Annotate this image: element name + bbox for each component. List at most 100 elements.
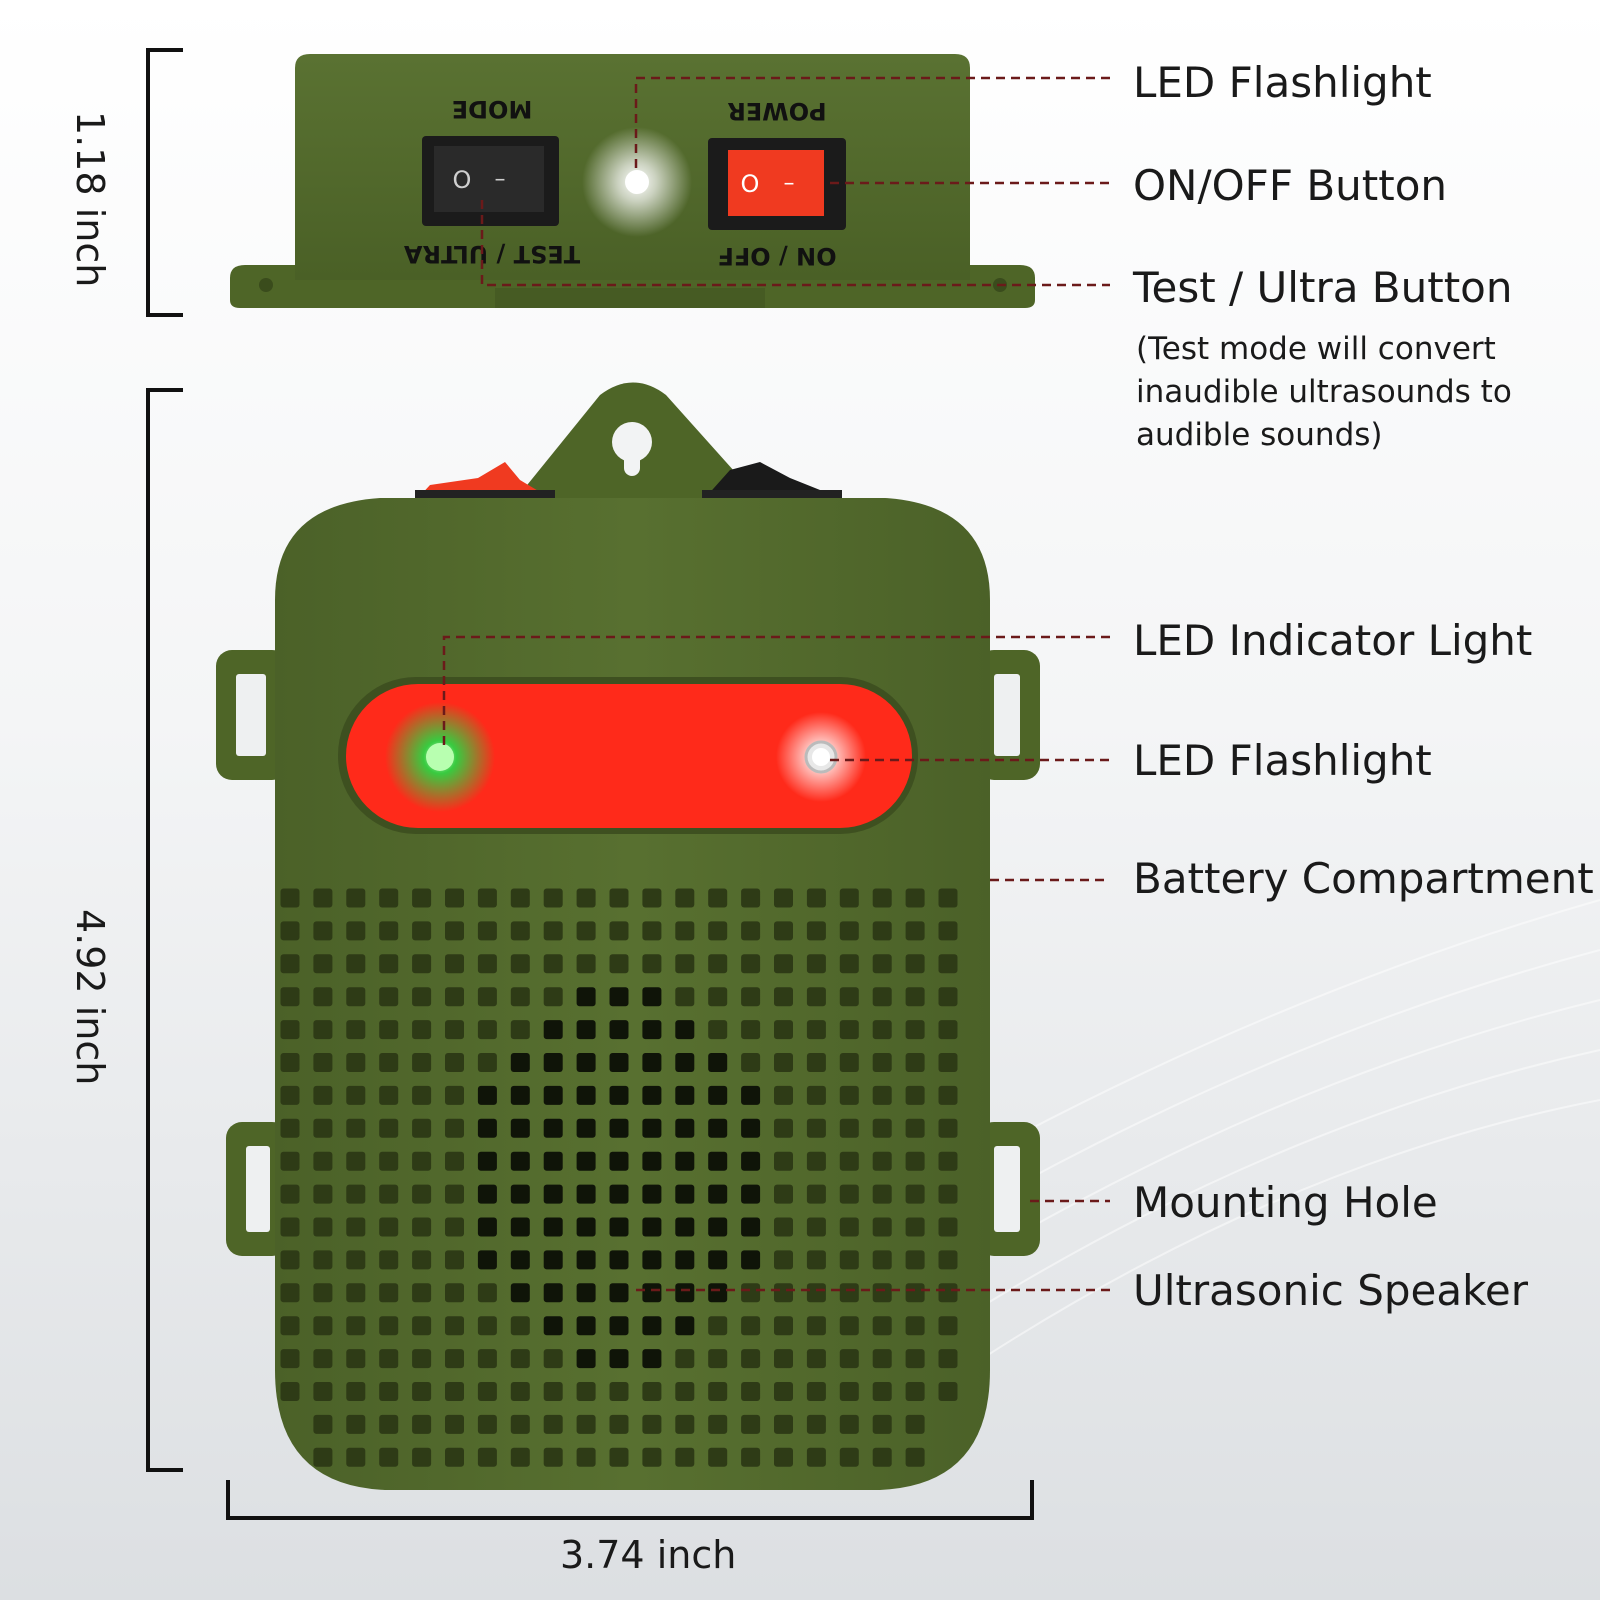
speaker-hole [445, 1447, 464, 1467]
speaker-hole [741, 1020, 761, 1040]
speaker-hole [445, 954, 464, 974]
speaker-hole [313, 1414, 333, 1434]
speaker-hole [741, 1250, 761, 1270]
speaker-hole [708, 1020, 728, 1040]
speaker-hole [839, 1316, 859, 1336]
speaker-hole [741, 1283, 761, 1303]
speaker-hole [346, 1085, 366, 1105]
speaker-hole [806, 1447, 826, 1467]
speaker-hole [708, 1184, 728, 1204]
speaker-hole [806, 1151, 826, 1171]
speaker-hole [938, 1118, 958, 1138]
mode-switch[interactable]: O – [422, 136, 559, 226]
speaker-hole [741, 1414, 761, 1434]
front-power-switch[interactable] [418, 462, 550, 498]
speaker-hole [412, 1316, 432, 1336]
speaker-hole [510, 1151, 530, 1171]
speaker-hole [806, 1217, 826, 1237]
callout-led-indicator-light: LED Indicator Light [1133, 616, 1533, 665]
speaker-hole [642, 1020, 662, 1040]
speaker-hole [741, 1118, 761, 1138]
speaker-hole [741, 954, 761, 974]
speaker-hole [280, 1184, 300, 1204]
speaker-hole [708, 1447, 728, 1467]
speaker-hole [938, 1316, 958, 1336]
speaker-hole [609, 1085, 629, 1105]
speaker-hole [806, 987, 826, 1007]
speaker-hole [675, 1250, 695, 1270]
speaker-hole [708, 1151, 728, 1171]
speaker-hole [642, 1414, 662, 1434]
speaker-hole [609, 1020, 629, 1040]
speaker-hole [806, 1316, 826, 1336]
speaker-hole [675, 1085, 695, 1105]
speaker-hole [839, 954, 859, 974]
speaker-hole [905, 1316, 925, 1336]
speaker-hole [445, 987, 464, 1007]
speaker-hole [839, 888, 859, 908]
speaker-hole [872, 987, 892, 1007]
speaker-hole [445, 1414, 464, 1434]
speaker-hole [510, 987, 530, 1007]
speaker-hole [379, 1151, 399, 1171]
speaker-hole [806, 1053, 826, 1072]
speaker-hole [675, 1184, 695, 1204]
speaker-hole [313, 1053, 333, 1072]
callout-on-off-button: ON/OFF Button [1133, 161, 1448, 210]
speaker-hole [872, 1447, 892, 1467]
speaker-hole [675, 954, 695, 974]
speaker-hole [445, 1184, 464, 1204]
speaker-hole [938, 1151, 958, 1171]
speaker-hole [905, 1382, 925, 1401]
speaker-hole [774, 1250, 793, 1270]
speaker-hole [839, 1283, 859, 1303]
svg-text:–: – [784, 171, 795, 196]
speaker-hole [675, 921, 695, 941]
speaker-hole [313, 1217, 333, 1237]
speaker-hole [510, 1250, 530, 1270]
speaker-hole [280, 1316, 300, 1336]
speaker-hole [774, 1414, 793, 1434]
speaker-hole [445, 1085, 464, 1105]
device-top-view: O – MODE TEST / ULTRA O – POWER ON / OFF [230, 54, 1035, 308]
speaker-hole [543, 1053, 563, 1072]
speaker-hole [938, 888, 958, 908]
speaker-hole [445, 1349, 464, 1369]
speaker-hole [708, 1053, 728, 1072]
speaker-hole [872, 1053, 892, 1072]
speaker-hole [510, 1414, 530, 1434]
svg-text:O: O [741, 170, 760, 198]
speaker-hole [642, 1184, 662, 1204]
speaker-hole [477, 1316, 497, 1336]
speaker-hole [938, 1349, 958, 1369]
speaker-hole [609, 1447, 629, 1467]
speaker-hole [576, 1414, 596, 1434]
front-mode-switch[interactable] [705, 462, 840, 498]
speaker-hole [642, 954, 662, 974]
speaker-hole [412, 1184, 432, 1204]
speaker-hole [510, 1053, 530, 1072]
speaker-hole [543, 1316, 563, 1336]
speaker-hole [938, 1382, 958, 1401]
speaker-hole [938, 987, 958, 1007]
speaker-hole [675, 987, 695, 1007]
speaker-hole [741, 987, 761, 1007]
speaker-hole [412, 888, 432, 908]
speaker-hole [510, 1283, 530, 1303]
speaker-hole [543, 954, 563, 974]
speaker-hole [379, 1020, 399, 1040]
power-switch[interactable]: O – [708, 138, 846, 230]
svg-text:–: – [495, 167, 506, 192]
speaker-hole [576, 921, 596, 941]
speaker-hole [313, 1020, 333, 1040]
speaker-hole [675, 1447, 695, 1467]
speaker-hole [346, 1414, 366, 1434]
speaker-hole [708, 987, 728, 1007]
speaker-hole [445, 1053, 464, 1072]
speaker-hole [774, 888, 793, 908]
speaker-hole [379, 888, 399, 908]
speaker-hole [543, 1414, 563, 1434]
callout-battery-compartment: Battery Compartment [1133, 854, 1594, 903]
speaker-hole [379, 1250, 399, 1270]
speaker-hole [708, 1250, 728, 1270]
